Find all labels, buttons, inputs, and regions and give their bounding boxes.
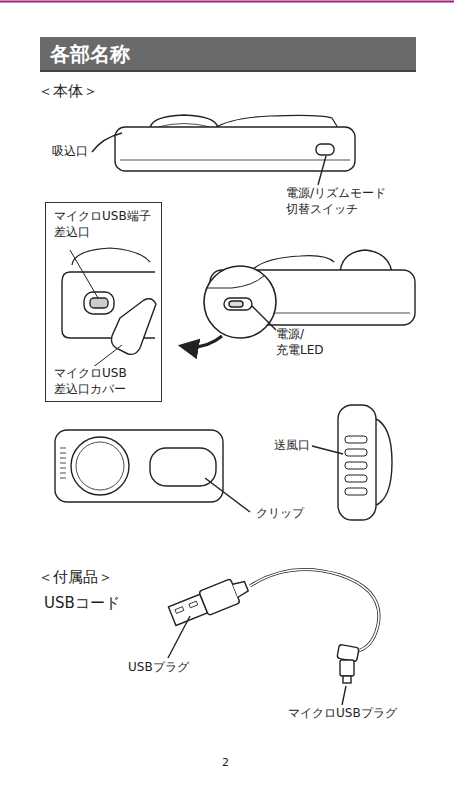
top-rule [0, 1, 454, 3]
page-number: 2 [222, 756, 242, 770]
part-label: マイクロUSBプラグ [288, 706, 438, 722]
part-label: ＜付属品＞ [38, 568, 148, 588]
device-end-view [312, 405, 392, 520]
device-front-view [55, 430, 250, 512]
part-label: ＜本体＞ [38, 82, 128, 102]
part-label: 電源/ 充電LED [276, 327, 340, 358]
device-side-view [92, 115, 355, 185]
part-label: クリップ [256, 506, 326, 522]
part-label: USBプラグ [128, 660, 228, 676]
section-title: 各部名称 [40, 37, 416, 72]
inset-frame: マイクロUSB端子 差込口マイクロUSB 差込口カバー [45, 202, 162, 402]
part-label: マイクロUSB 差込口カバー [54, 366, 140, 397]
part-label: 送風口 [274, 438, 334, 454]
part-label: 吸込口 [52, 144, 112, 160]
usb-port-inset [62, 248, 156, 368]
usb-cord [167, 570, 379, 705]
part-label: 電源/リズムモード 切替スイッチ [286, 186, 402, 217]
part-label: マイクロUSB端子 差込口 [54, 209, 158, 240]
part-label: USBコード [44, 594, 164, 614]
